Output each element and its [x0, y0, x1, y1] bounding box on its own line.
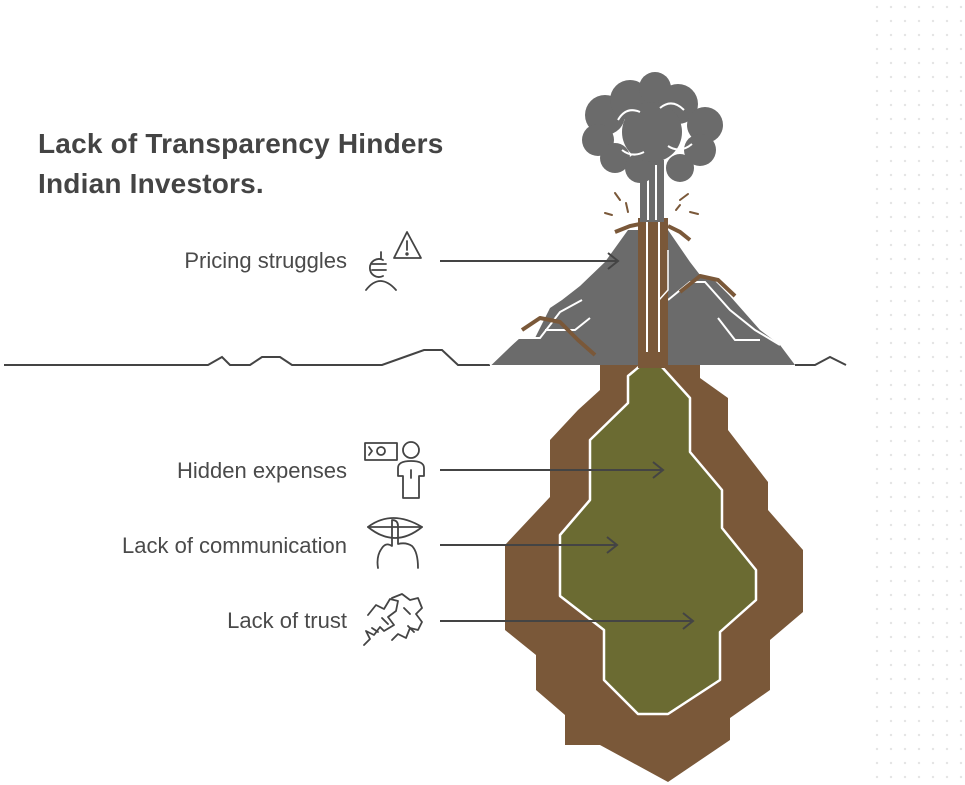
rock-line [717, 317, 760, 341]
lava-conduit [638, 218, 668, 368]
smoke-cloud [582, 72, 723, 183]
broken-handshake-icon [363, 593, 423, 646]
label-lack-of-communication: Lack of communication [122, 533, 347, 558]
arrow-hidden [440, 461, 665, 479]
magma-chamber-inner [558, 354, 758, 716]
label-lack-of-trust: Lack of trust [227, 608, 347, 633]
lava-stream [614, 222, 641, 234]
label-pricing-struggles: Pricing struggles [184, 248, 347, 273]
label-hidden-expenses: Hidden expenses [176, 458, 347, 483]
ground-line [4, 349, 490, 366]
lava-stream [667, 224, 692, 242]
arrow-pricing [440, 252, 620, 270]
rock-line [489, 299, 583, 366]
rupee-person-warning-icon [365, 231, 422, 291]
ground-line-right [795, 355, 847, 366]
arrow-trust [440, 612, 695, 630]
lava-stream [678, 274, 737, 298]
smoke-cloud-lines [617, 102, 693, 156]
arrow-communication [440, 536, 619, 554]
rock-line [545, 317, 591, 331]
money-person-icon [364, 441, 425, 499]
dotted-background [870, 0, 965, 785]
eruption-sparks [604, 192, 699, 216]
hush-lips-icon [367, 517, 423, 569]
conduit-line [658, 250, 669, 301]
lava-stream [520, 316, 597, 357]
diagram-title: Lack of Transparency Hinders Indian Inve… [38, 128, 444, 199]
